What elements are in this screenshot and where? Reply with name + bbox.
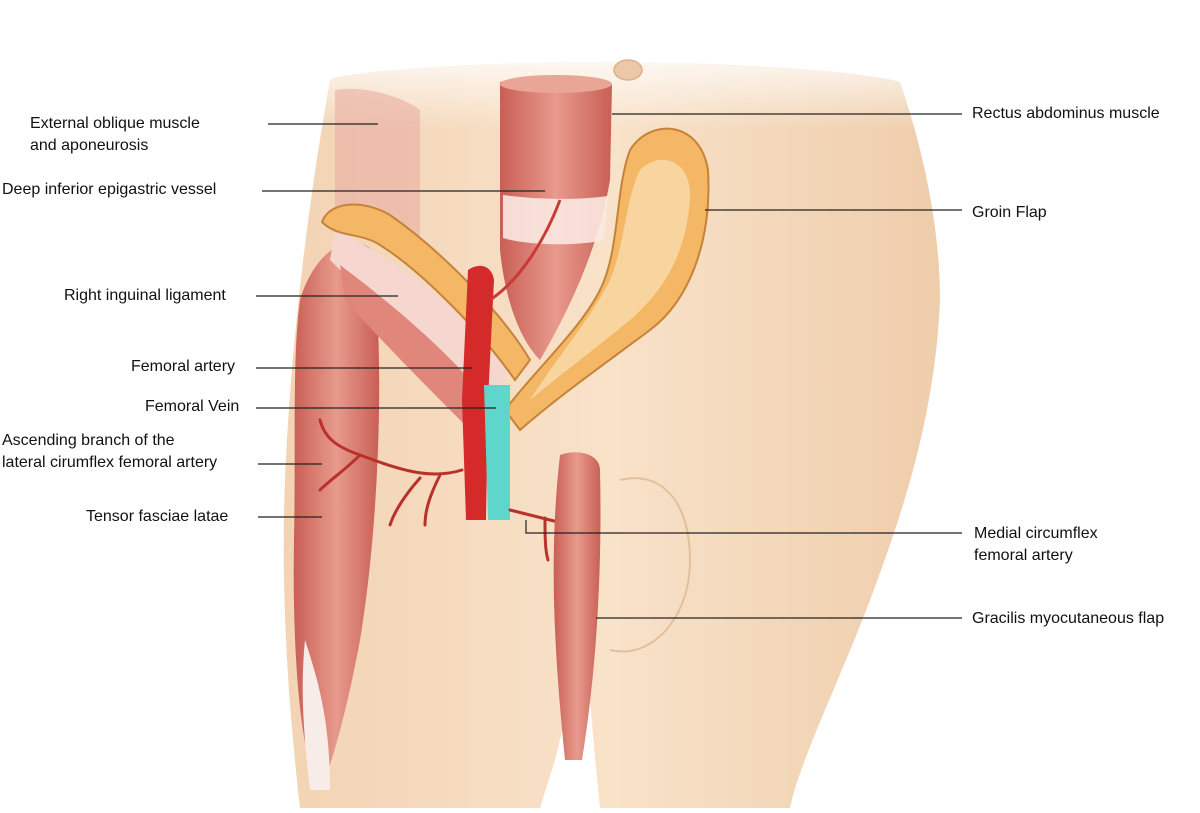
femoral-vein-shape: [484, 385, 510, 520]
gracilis-shape: [553, 452, 601, 760]
ascending-branch-vessels: [318, 418, 464, 527]
label-line: External oblique muscle: [30, 115, 200, 132]
sartorius-shape: [340, 265, 500, 440]
label-line: Deep inferior epigastric vessel: [2, 181, 217, 198]
label-gracilis: Gracilis myocutaneous flap: [972, 608, 1164, 630]
torso-top-fade: [300, 40, 940, 130]
navel: [613, 59, 643, 81]
label-line: and aponeurosis: [30, 137, 149, 154]
label-line: Right inguinal ligament: [64, 287, 226, 304]
label-medial-circumflex: Medial circumflex femoral artery: [974, 523, 1098, 567]
label-ascending-branch: Ascending branch of the lateral cirumfle…: [2, 430, 217, 474]
label-rectus-abdominus: Rectus abdominus muscle: [972, 103, 1160, 125]
tensor-fasciae-latae-shape: [293, 242, 380, 790]
epigastric-vessel-shape: [489, 199, 562, 302]
scrotum-outline: [609, 477, 692, 653]
label-external-oblique: External oblique muscle and aponeurosis: [30, 113, 262, 157]
rectus-top-cut: [500, 75, 612, 93]
tensor-tendon: [302, 640, 330, 790]
label-right-inguinal-ligament: Right inguinal ligament: [64, 285, 226, 307]
rectus-white-band: [503, 195, 608, 245]
label-femoral-artery: Femoral artery: [131, 356, 235, 378]
label-line: Gracilis myocutaneous flap: [972, 610, 1165, 627]
label-femoral-vein: Femoral Vein: [145, 396, 239, 418]
leader-medial-circumflex: [525, 520, 962, 534]
label-line: Femoral Vein: [145, 398, 240, 415]
label-line: lateral cirumflex femoral artery: [2, 454, 218, 471]
label-deep-inferior-epigastric: Deep inferior epigastric vessel: [2, 179, 216, 201]
leader-lines: [256, 113, 962, 619]
label-line: Rectus abdominus muscle: [972, 105, 1160, 122]
label-line: Tensor fasciae latae: [86, 508, 229, 525]
label-groin-flap: Groin Flap: [972, 202, 1047, 224]
groin-flap-inner: [530, 159, 690, 400]
label-line: Ascending branch of the: [2, 432, 175, 449]
inguinal-fat-rim: [320, 203, 532, 382]
label-line: femoral artery: [974, 547, 1073, 564]
torso-skin: [283, 61, 941, 809]
femoral-artery-shape: [462, 265, 494, 520]
label-line: Groin Flap: [972, 204, 1047, 221]
label-line: Femoral artery: [131, 358, 236, 375]
label-line: Medial circumflex: [974, 525, 1098, 542]
label-tensor-fasciae-latae: Tensor fasciae latae: [86, 506, 228, 528]
